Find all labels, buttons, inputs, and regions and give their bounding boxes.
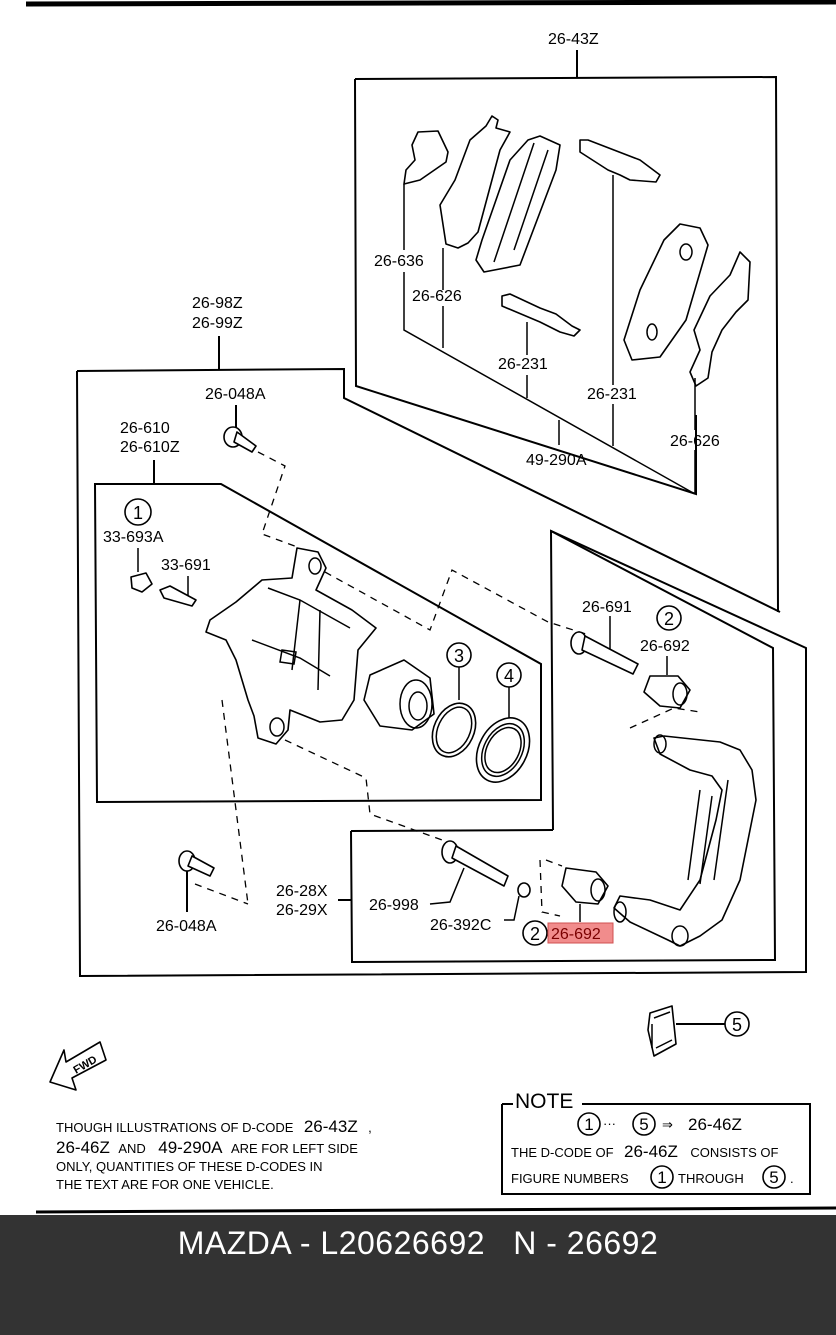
pad-right-shape (623, 223, 709, 361)
highlight-box (547, 922, 614, 944)
anti-rattle-clip-shape (647, 1005, 677, 1057)
bushing-shape (517, 882, 531, 898)
bottom-border (35, 1206, 836, 1214)
footer-bar: MAZDA - L20626692 N - 26692 (0, 1215, 836, 1335)
shim-left-shape (439, 115, 511, 249)
note-title: NOTE (515, 1090, 573, 1113)
note-line3a: FIGURE NUMBERS (511, 1171, 629, 1186)
label-33-693A[interactable]: 33-693A (103, 529, 164, 546)
label-26-392C[interactable]: 26-392C (430, 917, 491, 934)
label-26-692-upper[interactable]: 26-692 (640, 638, 690, 655)
note-range-start: 1 (584, 1115, 593, 1134)
bracket-box (350, 530, 777, 964)
disclaimer-line1c: , (368, 1120, 372, 1135)
top-border (25, 0, 836, 7)
callout-4-text: 4 (504, 666, 514, 686)
disclaimer-line1a: THOUGH ILLUSTRATIONS OF D-CODE (56, 1120, 294, 1135)
piston-shape (363, 659, 435, 731)
note-line3c: THROUGH (678, 1171, 744, 1186)
callout-5 (724, 1011, 750, 1037)
dust-boot-shape (475, 717, 531, 783)
svg-text:THE D-CODE OF 26-46Z: THE D-CODE OF 26-46Z CONSISTS OF (511, 1142, 779, 1161)
svg-text:THOUGH ILLUSTRATIONS OF D-CODE: THOUGH ILLUSTRATIONS OF D-CODE 26-43Z , (56, 1117, 372, 1136)
note-line2c: CONSISTS OF (690, 1145, 778, 1160)
callout-2-upper (656, 605, 682, 631)
label-26-626-left[interactable]: 26-626 (412, 288, 462, 305)
shim-inner-shape (403, 130, 449, 185)
part-5-group: 5 (647, 1005, 750, 1057)
clip-upper-shape (579, 139, 661, 183)
note-range-dots: ··· (603, 1116, 616, 1131)
caliper-body-shape (205, 547, 377, 745)
label-26-98Z[interactable]: 26-98Z (192, 295, 243, 312)
label-26-29X[interactable]: 26-29X (276, 902, 328, 919)
parts-diagram: 26-43Z 26-636 26-626 26-231 49-290A 26-2… (25, 0, 836, 1214)
disclaimer-line2c: 49-290A (158, 1138, 223, 1157)
pad-set-box (354, 75, 779, 613)
callout-2-upper-text: 2 (664, 609, 674, 629)
pad-set-group: 26-43Z 26-636 26-626 26-231 49-290A 26-2… (354, 31, 779, 613)
label-26-99Z[interactable]: 26-99Z (192, 315, 243, 332)
label-26-998[interactable]: 26-998 (369, 897, 419, 914)
callout-1-text: 1 (133, 503, 143, 523)
caliper-bracket-shape (613, 735, 757, 947)
callout-3-text: 3 (454, 646, 464, 666)
note-line3d: 5 (769, 1168, 778, 1187)
note-line3e: . (790, 1171, 794, 1186)
note-kit-code[interactable]: 26-46Z (688, 1115, 742, 1134)
label-33-691[interactable]: 33-691 (161, 557, 211, 574)
label-26-636[interactable]: 26-636 (374, 253, 424, 270)
label-26-43Z[interactable]: 26-43Z (548, 31, 599, 48)
clip-lower-shape (501, 293, 581, 337)
label-26-231-left[interactable]: 26-231 (498, 356, 548, 373)
label-26-048A-top[interactable]: 26-048A (205, 386, 266, 403)
label-26-048A-bottom[interactable]: 26-048A (156, 918, 217, 935)
disclaimer-line1b: 26-43Z (304, 1117, 358, 1136)
label-26-691[interactable]: 26-691 (582, 599, 632, 616)
part-number-title: MAZDA - L20626692 N - 26692 (177, 1225, 659, 1261)
label-49-290A[interactable]: 49-290A (526, 452, 587, 469)
note-line2a: THE D-CODE OF (511, 1145, 614, 1160)
disclaimer-line2d: ARE FOR LEFT SIDE (231, 1141, 358, 1156)
label-26-626-right[interactable]: 26-626 (670, 433, 720, 450)
pad-left-shape (475, 135, 561, 273)
callout-1 (124, 498, 152, 526)
bleeder-screw-shape (159, 585, 197, 607)
note-arrow: ⇒ (662, 1117, 673, 1132)
caliper-assy-box (76, 367, 807, 978)
note-line2b: 26-46Z (624, 1142, 678, 1161)
boot-lower-shape (561, 867, 609, 905)
label-26-28X[interactable]: 26-28X (276, 883, 328, 900)
label-26-610[interactable]: 26-610 (120, 420, 170, 437)
disclaimer-line4: THE TEXT ARE FOR ONE VEHICLE. (56, 1177, 274, 1192)
note-box: NOTE 1 ··· 5 ⇒ 26-46Z THE D-CODE OF 26-4… (501, 1090, 811, 1195)
disclaimer-line2b: AND (118, 1141, 145, 1156)
note-range-end: 5 (639, 1115, 648, 1134)
label-26-692-highlighted[interactable]: 26-692 (551, 926, 601, 943)
bleeder-cap-shape (130, 572, 153, 593)
callout-2-lower-text: 2 (530, 924, 540, 944)
disclaimer: THOUGH ILLUSTRATIONS OF D-CODE 26-43Z , … (56, 1117, 372, 1192)
label-26-610Z[interactable]: 26-610Z (120, 439, 180, 456)
shim-right-shape (689, 251, 751, 387)
disclaimer-line3: ONLY, QUANTITIES OF THESE D-CODES IN (56, 1159, 323, 1174)
callout-2-lower (522, 920, 548, 946)
svg-text:26-46Z AND 49-290A: 26-46Z AND 49-290A ARE FOR LEFT SIDE (56, 1138, 358, 1157)
caliper-body-box (93, 483, 542, 804)
disclaimer-line2a: 26-46Z (56, 1138, 110, 1157)
caliper-assy-group: 26-98Z 26-99Z 26-048A 26-610 26-610Z 1 3… (76, 295, 807, 978)
note-line3b: 1 (657, 1168, 666, 1187)
callout-5-text: 5 (732, 1015, 742, 1035)
fwd-arrow-icon: FWD (49, 1041, 107, 1091)
label-26-231-right[interactable]: 26-231 (587, 386, 637, 403)
